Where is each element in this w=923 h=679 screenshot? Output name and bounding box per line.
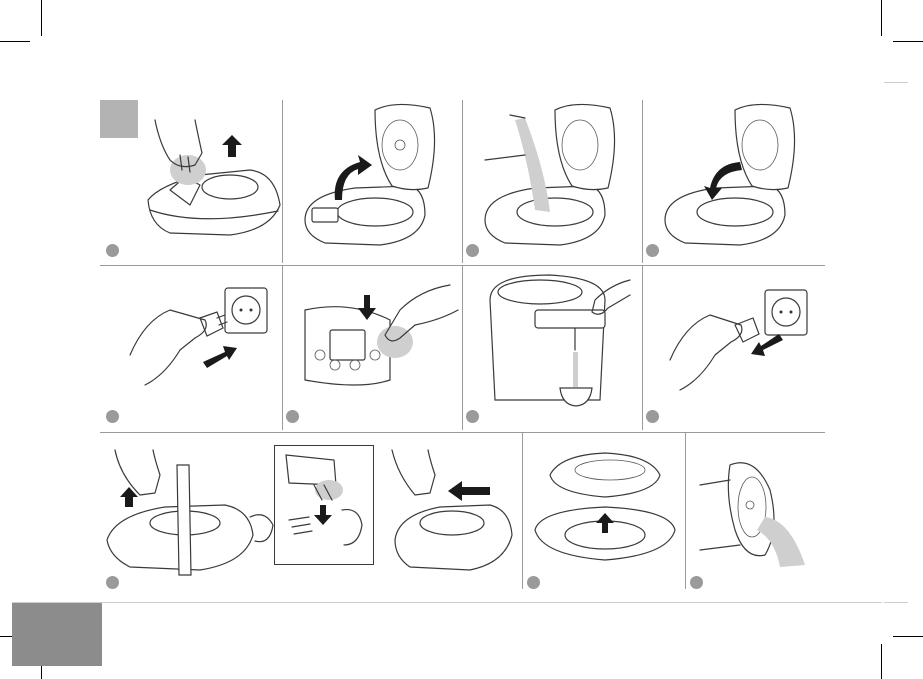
plug-icon — [735, 318, 759, 342]
col-divider — [462, 100, 463, 263]
pot-icon — [305, 307, 390, 385]
col-divider — [642, 100, 643, 263]
hand-icon — [130, 310, 206, 385]
filter-icon — [728, 463, 774, 556]
section-marker — [100, 100, 138, 138]
arrow-icon — [448, 481, 490, 501]
step-unlock-lid — [140, 115, 285, 245]
pot-icon — [490, 275, 605, 400]
pot-icon — [395, 505, 512, 570]
step-press-button — [300, 280, 460, 410]
lid-icon — [375, 104, 435, 189]
crop-mark — [881, 644, 882, 679]
crop-mark — [893, 41, 923, 42]
socket-icon — [765, 290, 807, 335]
pot-icon — [148, 170, 280, 235]
step-clean-lid — [695, 445, 825, 585]
step-open-lid — [300, 100, 460, 250]
step-dispense — [480, 270, 640, 420]
step-unplug — [665, 280, 815, 400]
row-divider — [12, 602, 882, 603]
step-marker — [466, 244, 479, 257]
step-marker — [286, 410, 299, 423]
step-marker — [106, 410, 119, 423]
pot-icon — [665, 186, 785, 245]
step-fill-water — [480, 100, 640, 250]
col-divider — [462, 266, 463, 430]
col-divider — [642, 266, 643, 430]
arrow-icon — [751, 334, 783, 356]
water-stream — [573, 352, 578, 387]
step-marker — [646, 244, 659, 257]
lid-icon — [555, 104, 615, 189]
col-divider — [685, 433, 686, 589]
step-marker — [106, 244, 119, 257]
col-divider — [522, 433, 523, 589]
footer-block — [12, 603, 102, 666]
hand-icon — [392, 450, 435, 495]
step-plug-in — [125, 280, 275, 400]
step-marker — [466, 410, 479, 423]
lid-icon — [735, 104, 795, 189]
step-marker — [646, 410, 659, 423]
arrow-icon — [222, 135, 242, 157]
step-slide-lid — [390, 445, 520, 585]
step-lift-inner-lid — [530, 445, 680, 585]
arrow-icon — [203, 346, 237, 368]
crop-mark — [0, 41, 30, 42]
side-tick — [884, 82, 908, 83]
row-divider — [100, 432, 825, 433]
cup-icon — [560, 388, 592, 406]
plug-icon — [200, 312, 227, 336]
step-close-lid — [660, 100, 820, 250]
side-tick — [884, 602, 908, 603]
lid-icon — [550, 453, 660, 497]
highlight — [315, 480, 343, 500]
socket-icon — [225, 288, 267, 333]
pot-icon — [305, 186, 425, 245]
detail-inset — [274, 445, 374, 565]
crop-mark — [41, 0, 42, 36]
col-divider — [282, 266, 283, 430]
crop-mark — [881, 0, 882, 36]
step-remove-lid — [105, 445, 275, 585]
hand-icon — [670, 315, 742, 390]
crop-mark — [893, 636, 923, 637]
